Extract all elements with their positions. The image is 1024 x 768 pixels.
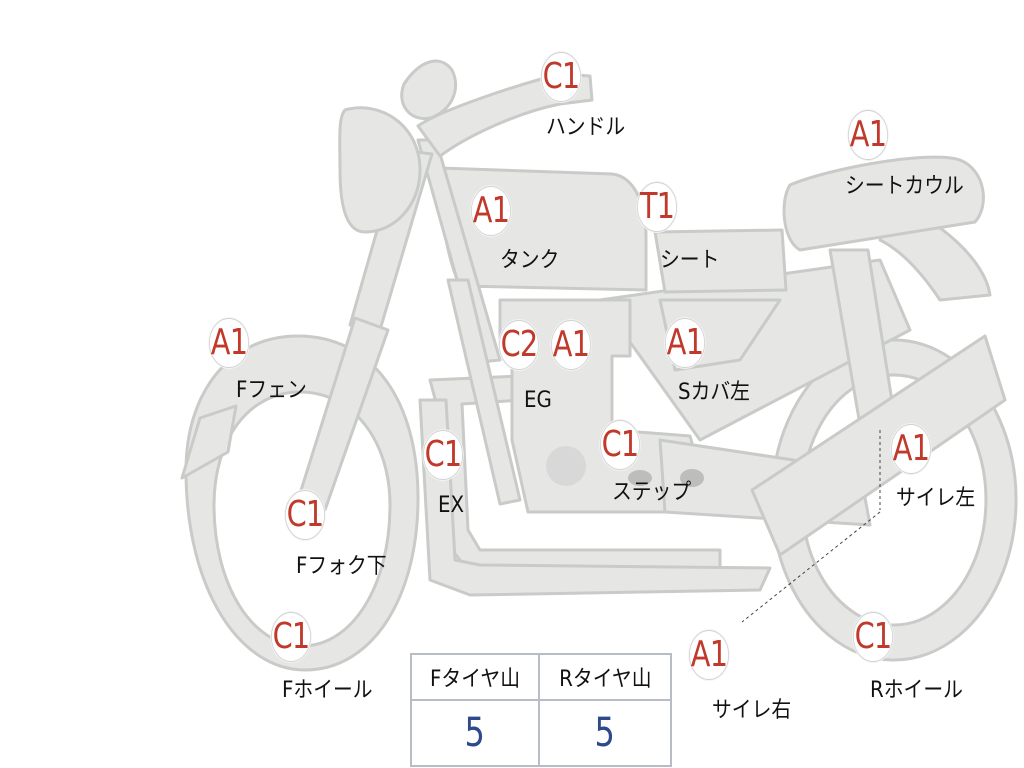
step-peg-right	[680, 469, 704, 487]
seat-cowl-shape	[782, 155, 985, 252]
grade-badge-seat-cowl: A1	[848, 110, 888, 160]
grade-badge-f-fork-lower: C1	[285, 490, 325, 540]
seat-shape	[653, 228, 788, 294]
grade-badge-seat: T1	[637, 182, 677, 232]
engine-cover	[546, 446, 586, 486]
grade-badge-f-wheel: C1	[271, 612, 311, 662]
label-f-fork-lower: Fフォク下	[296, 554, 387, 579]
fork-lower	[296, 316, 390, 512]
header-front-tire: Fタイヤ山	[409, 653, 541, 701]
value-rear-tire: 5	[538, 699, 672, 767]
front-fender	[180, 404, 238, 480]
grade-badge-muffler-left: A1	[891, 424, 931, 474]
label-f-fender: Fフェン	[236, 378, 307, 403]
grade-badge-s-cover-left: A1	[665, 318, 705, 368]
grade-badge-eg-c2: C2	[499, 320, 539, 370]
grade-badge-step: C1	[600, 420, 640, 470]
mirror	[400, 59, 458, 121]
grade-badge-tank: A1	[471, 186, 511, 236]
tire-tread-table: Fタイヤ山 Rタイヤ山 5 5	[409, 653, 672, 767]
label-seat: シート	[660, 248, 720, 273]
value-front-tire: 5	[409, 699, 541, 767]
label-seat-cowl: シートカウル	[845, 174, 964, 199]
label-tank: タンク	[500, 248, 560, 273]
header-rear-tire: Rタイヤ山	[538, 653, 672, 701]
frame-down	[446, 278, 522, 506]
label-r-wheel: Rホイール	[870, 678, 963, 703]
label-handle: ハンドル	[546, 115, 626, 140]
headlight	[338, 106, 422, 234]
label-f-wheel: Fホイール	[282, 678, 373, 703]
label-muffler-left: サイレ左	[896, 486, 976, 511]
label-muffler-right: サイレ右	[712, 698, 792, 723]
label-s-cover-left: Sカバ左	[678, 380, 750, 405]
grade-badge-handle: C1	[541, 52, 581, 102]
label-eg: EG	[524, 388, 552, 413]
step-peg-left	[628, 470, 652, 486]
grade-badge-muffler-right: A1	[689, 630, 729, 680]
grade-badge-ex: C1	[423, 430, 463, 480]
grade-badge-eg: A1	[551, 320, 591, 370]
grade-badge-f-fender: A1	[209, 318, 249, 368]
grade-badge-r-wheel: C1	[853, 612, 893, 662]
muffler-shape	[750, 334, 1007, 557]
label-step: ステップ	[612, 480, 692, 505]
label-ex: EX	[438, 493, 465, 518]
